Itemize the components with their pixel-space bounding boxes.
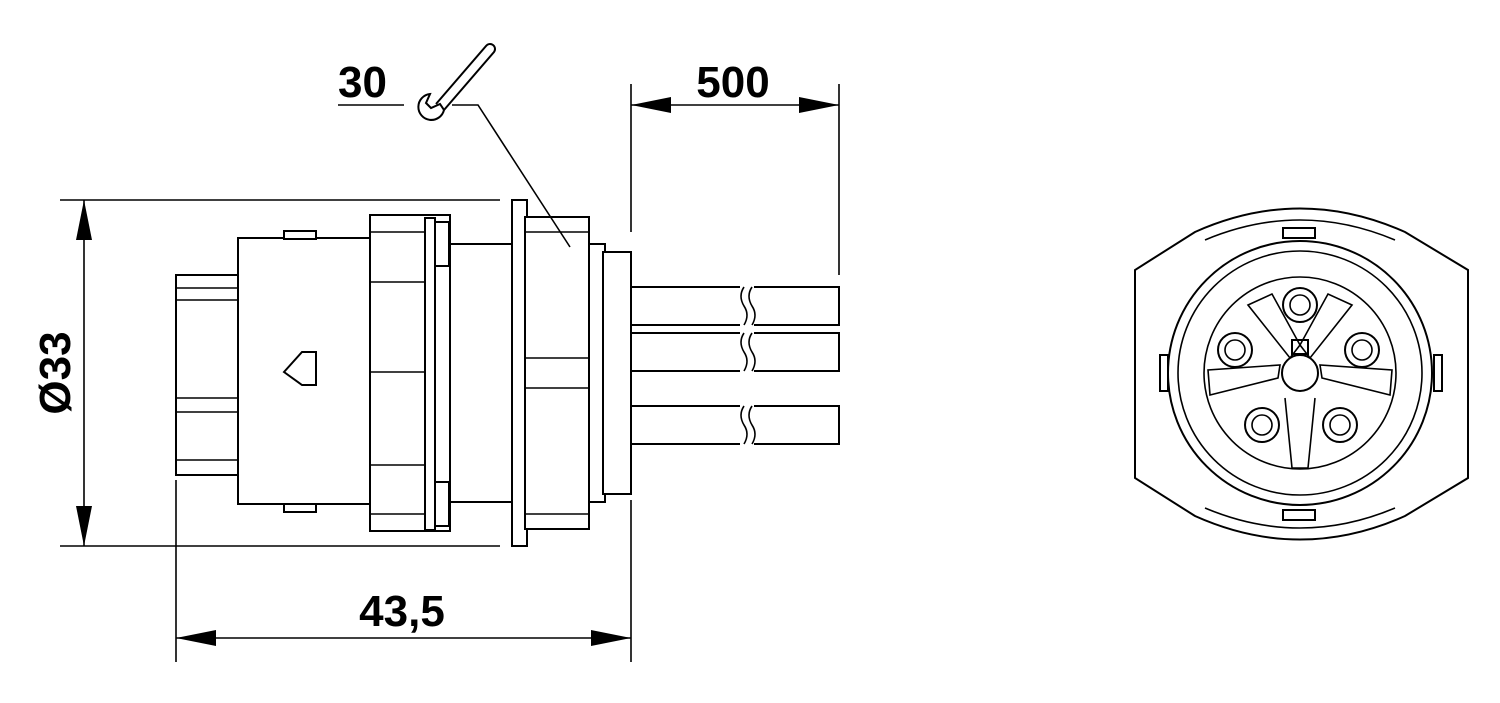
cables xyxy=(630,282,840,450)
contact-pins xyxy=(1207,287,1393,469)
overall-length-label: 43,5 xyxy=(359,587,445,636)
diameter-label: Ø33 xyxy=(31,331,80,414)
wrench-icon xyxy=(417,43,496,121)
dimension-lines xyxy=(60,84,840,662)
cable-length-label: 500 xyxy=(696,58,769,107)
housing xyxy=(237,237,374,505)
rear-stub xyxy=(175,274,239,476)
side-view xyxy=(175,43,840,547)
wrench-size-label: 30 xyxy=(338,58,387,107)
triangle-marker-icon xyxy=(282,351,317,386)
coupling-nut xyxy=(369,214,451,532)
body-tube xyxy=(449,243,515,503)
front-view xyxy=(1134,207,1469,541)
